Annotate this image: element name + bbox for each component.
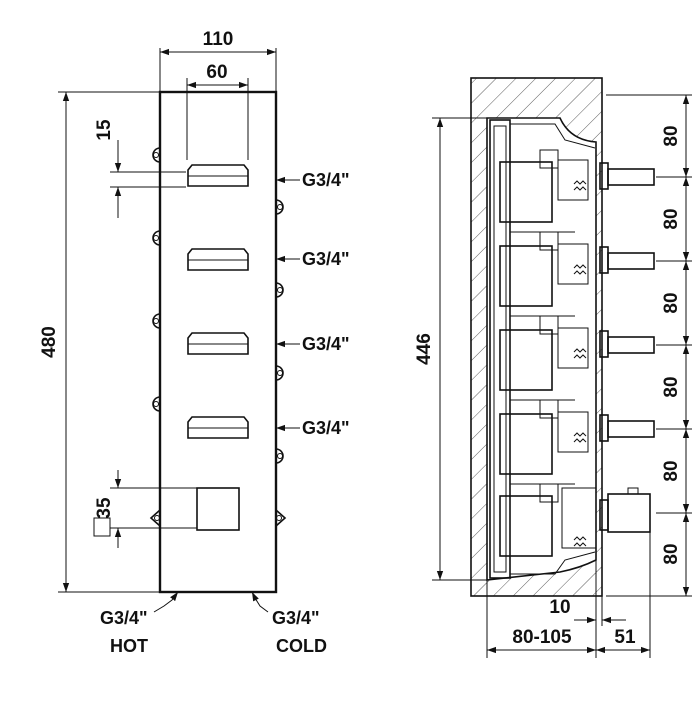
dim-spacing-1: 80 <box>661 125 682 146</box>
front-view: 110 60 480 15 <box>39 29 350 656</box>
spacing-dimensions <box>606 94 692 597</box>
dim-projection: 51 <box>614 627 636 648</box>
left-mounting-lugs <box>149 147 161 527</box>
handle-2 <box>187 248 249 271</box>
side-handles <box>599 162 655 533</box>
dim-spacing-6: 80 <box>661 543 682 564</box>
dim-width-overall: 110 <box>203 29 234 50</box>
handle-3 <box>187 332 249 355</box>
outlet-label-2: G3/4" <box>302 249 350 269</box>
inlet-hot-label: HOT <box>110 636 148 656</box>
dim-width-handles: 60 <box>206 62 227 83</box>
dim-spacing-3: 80 <box>661 292 682 313</box>
valve-body <box>489 119 597 579</box>
dim-knob-size: 35 <box>94 497 115 519</box>
outlet-label-1: G3/4" <box>302 170 350 190</box>
dim-depth-range: 80-105 <box>512 627 572 648</box>
side-view: 446 80 80 80 80 80 8 <box>414 77 692 658</box>
handle-4 <box>187 416 249 439</box>
handle-1 <box>187 164 249 187</box>
front-panel <box>158 90 278 594</box>
wall-recess <box>486 117 597 581</box>
knob-detail <box>93 517 111 537</box>
dim-spacing-4: 80 <box>661 376 682 397</box>
dim-height-overall: 480 <box>39 326 60 358</box>
outlet-label-3: G3/4" <box>302 334 350 354</box>
wall-outline <box>470 77 603 597</box>
right-mounting-lugs <box>275 199 287 527</box>
square-knob <box>196 487 240 531</box>
inlet-cold-label: COLD <box>276 636 327 656</box>
dim-offset: 10 <box>549 597 570 618</box>
dim-spacing-2: 80 <box>661 208 682 229</box>
inlet-hot-size: G3/4" <box>100 608 148 628</box>
dim-height-inner: 446 <box>414 333 435 365</box>
inlet-cold-size: G3/4" <box>272 608 320 628</box>
dim-spacing-5: 80 <box>661 460 682 481</box>
outlet-label-4: G3/4" <box>302 418 350 438</box>
dim-handle-thickness: 15 <box>94 119 115 141</box>
